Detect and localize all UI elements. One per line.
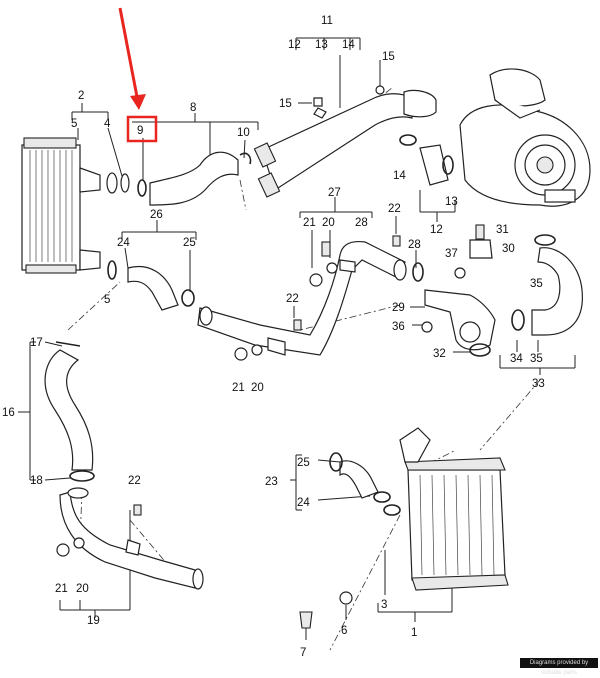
pipe-26 [107,260,195,311]
callout-24: 24 [297,497,310,509]
callout-14: 14 [393,170,406,182]
callout-18: 18 [30,475,43,487]
callout-22: 22 [286,293,299,305]
pipe-19 [59,487,204,590]
callout-16: 16 [2,407,15,419]
callout-20: 20 [76,583,89,595]
copyright-notice: Diagrams provided by suitable parts [520,658,598,676]
valve-29 [424,224,525,357]
callout-32: 32 [433,348,446,360]
callout-22: 22 [388,203,401,215]
fasteners [56,235,466,629]
highlight-annotation [118,7,158,143]
callout-4: 4 [104,118,111,130]
callout-7: 7 [300,647,306,659]
callout-37: 37 [445,248,458,260]
callout-34: 34 [510,353,523,365]
callout-5: 5 [104,294,110,306]
hose-16 [44,341,95,482]
callout-17: 17 [30,337,43,349]
callout-6: 6 [341,625,347,637]
callout-12: 12 [288,39,301,51]
callout-29: 29 [392,302,405,314]
pipe-upper-8 [106,151,252,206]
callout-12: 12 [430,224,443,236]
callout-2: 2 [78,90,84,102]
callout-26: 26 [150,209,163,221]
callout-10: 10 [237,127,250,139]
callout-25: 25 [183,237,196,249]
intercooler-left [21,137,101,274]
turbocharger [459,68,591,207]
callout-labels: 11 12 13 14 15 15 2 5 4 8 9 10 26 27 14 … [2,15,545,659]
hose-23 [329,452,401,516]
callout-27: 27 [328,187,341,199]
highlight-box [126,115,158,143]
highlight-arrow-head [130,94,146,110]
callout-13: 13 [445,196,458,208]
callout-8: 8 [190,102,196,114]
callout-19: 19 [87,615,100,627]
callout-33: 33 [532,378,545,390]
callout-13: 13 [315,39,328,51]
callout-20: 20 [322,217,335,229]
callout-1: 1 [411,627,417,639]
callout-24: 24 [117,237,130,249]
hose-12 [399,134,454,186]
callout-22: 22 [128,475,141,487]
pipe-long-11 [253,85,437,198]
callout-30: 30 [502,243,515,255]
callout-23: 23 [265,476,278,488]
callout-28: 28 [355,217,368,229]
callout-5: 5 [71,118,77,130]
callout-35: 35 [530,278,543,290]
callout-31: 31 [496,224,509,236]
callout-14: 14 [342,39,355,51]
highlight-arrow [118,7,140,103]
callout-9: 9 [137,125,143,137]
hose-35 [531,234,583,336]
callout-20: 20 [251,382,264,394]
callout-3: 3 [381,599,387,611]
callout-15: 15 [382,51,395,63]
callout-35: 35 [530,353,543,365]
pipe-27 [197,240,424,356]
callout-21: 21 [55,583,68,595]
intercooler-lower [399,427,509,591]
callout-15: 15 [279,98,292,110]
callout-25: 25 [297,457,310,469]
leader-lines [18,37,576,640]
callout-21: 21 [303,217,316,229]
callout-11: 11 [321,15,333,27]
callout-36: 36 [392,321,405,333]
callout-21: 21 [232,382,245,394]
callout-28: 28 [408,239,421,251]
